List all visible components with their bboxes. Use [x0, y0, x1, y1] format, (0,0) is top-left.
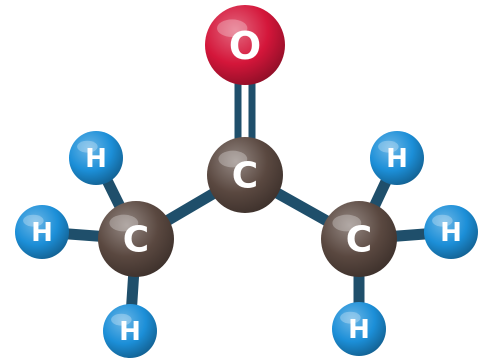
atom-label: C [123, 220, 149, 261]
sphere-highlight [432, 214, 453, 227]
atom-hydrogen-h4: H [370, 131, 424, 185]
atom-hydrogen-h2: H [15, 205, 69, 259]
atom-hydrogen-h6: H [332, 302, 386, 356]
sphere-highlight [378, 140, 399, 153]
atom-label: C [232, 156, 258, 197]
atom-label: H [119, 317, 141, 347]
sphere-highlight [77, 140, 98, 153]
hydrogen-sphere [424, 205, 478, 259]
atom-label: O [229, 24, 261, 68]
atom-hydrogen-h5: H [424, 205, 478, 259]
atom-carbon-c3: C [321, 201, 397, 277]
sphere-highlight [340, 311, 361, 324]
carbon-sphere [98, 201, 174, 277]
sphere-highlight [109, 214, 139, 232]
atom-label: H [85, 144, 107, 174]
hydrogen-sphere [370, 131, 424, 185]
atom-oxygen-o: O [205, 5, 285, 85]
atom-hydrogen-h1: H [69, 131, 123, 185]
hydrogen-sphere [69, 131, 123, 185]
atom-carbon-c2: C [98, 201, 174, 277]
sphere-highlight [23, 214, 44, 227]
atom-layer: O C C C H H H H H H [15, 5, 478, 358]
sphere-highlight [217, 19, 248, 37]
sphere-highlight [111, 313, 132, 326]
hydrogen-sphere [332, 302, 386, 356]
hydrogen-sphere [15, 205, 69, 259]
atom-hydrogen-h3: H [103, 304, 157, 358]
atom-label: H [348, 315, 370, 345]
atom-label: H [31, 218, 53, 248]
atom-label: H [386, 144, 408, 174]
sphere-highlight [332, 214, 362, 232]
atom-carbon-c1: C [207, 137, 283, 213]
carbon-sphere [321, 201, 397, 277]
oxygen-sphere [205, 5, 285, 85]
sphere-highlight [218, 150, 248, 168]
hydrogen-sphere [103, 304, 157, 358]
atom-label: C [346, 220, 372, 261]
atom-label: H [440, 218, 462, 248]
carbon-sphere [207, 137, 283, 213]
